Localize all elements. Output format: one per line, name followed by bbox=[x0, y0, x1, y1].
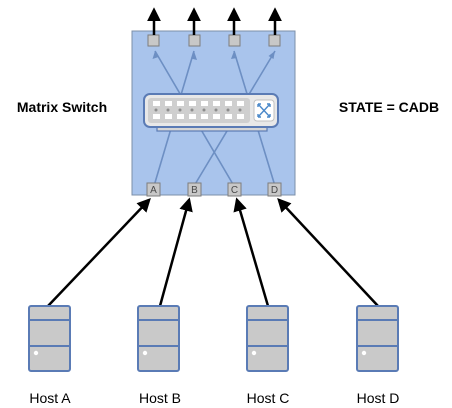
crossed-arrows-icon bbox=[257, 103, 271, 118]
host-b-label: Host B bbox=[139, 390, 181, 406]
host-a-label: Host A bbox=[29, 390, 71, 406]
switch-device-icon bbox=[143, 93, 279, 132]
input-ports: A B C D bbox=[146, 182, 282, 197]
output-port-1 bbox=[147, 34, 160, 47]
host-a-link-arrow bbox=[47, 198, 151, 307]
output-port-3 bbox=[228, 34, 241, 47]
output-port-2 bbox=[188, 34, 201, 47]
input-port-c bbox=[227, 182, 242, 197]
input-port-a-label: A bbox=[150, 185, 157, 196]
server-icon bbox=[28, 305, 71, 372]
server-icon bbox=[137, 305, 180, 372]
host-b-link-arrow bbox=[158, 197, 193, 307]
host-d-link-arrow bbox=[277, 197, 379, 307]
server-icon bbox=[356, 305, 399, 372]
host-b: Host B bbox=[137, 305, 181, 406]
host-d-label: Host D bbox=[357, 390, 400, 406]
input-port-d-label: D bbox=[271, 185, 278, 196]
host-a: Host A bbox=[28, 305, 71, 406]
host-c-label: Host C bbox=[247, 390, 290, 406]
server-icon bbox=[246, 305, 289, 372]
routing-arrowheads bbox=[152, 51, 275, 60]
host-c: Host C bbox=[246, 305, 290, 406]
output-arrows bbox=[147, 7, 282, 35]
input-port-c-label: C bbox=[231, 185, 238, 196]
host-d: Host D bbox=[356, 305, 400, 406]
input-port-a bbox=[146, 182, 161, 197]
switch-title: Matrix Switch bbox=[17, 99, 107, 115]
input-port-d bbox=[267, 182, 282, 197]
input-port-b-label: B bbox=[191, 185, 198, 196]
host-link-arrows bbox=[47, 197, 379, 307]
host-c-link-arrow bbox=[233, 197, 270, 307]
input-port-b bbox=[187, 182, 202, 197]
output-port-4 bbox=[268, 34, 281, 47]
switch-state-label: STATE = CADB bbox=[339, 99, 439, 115]
